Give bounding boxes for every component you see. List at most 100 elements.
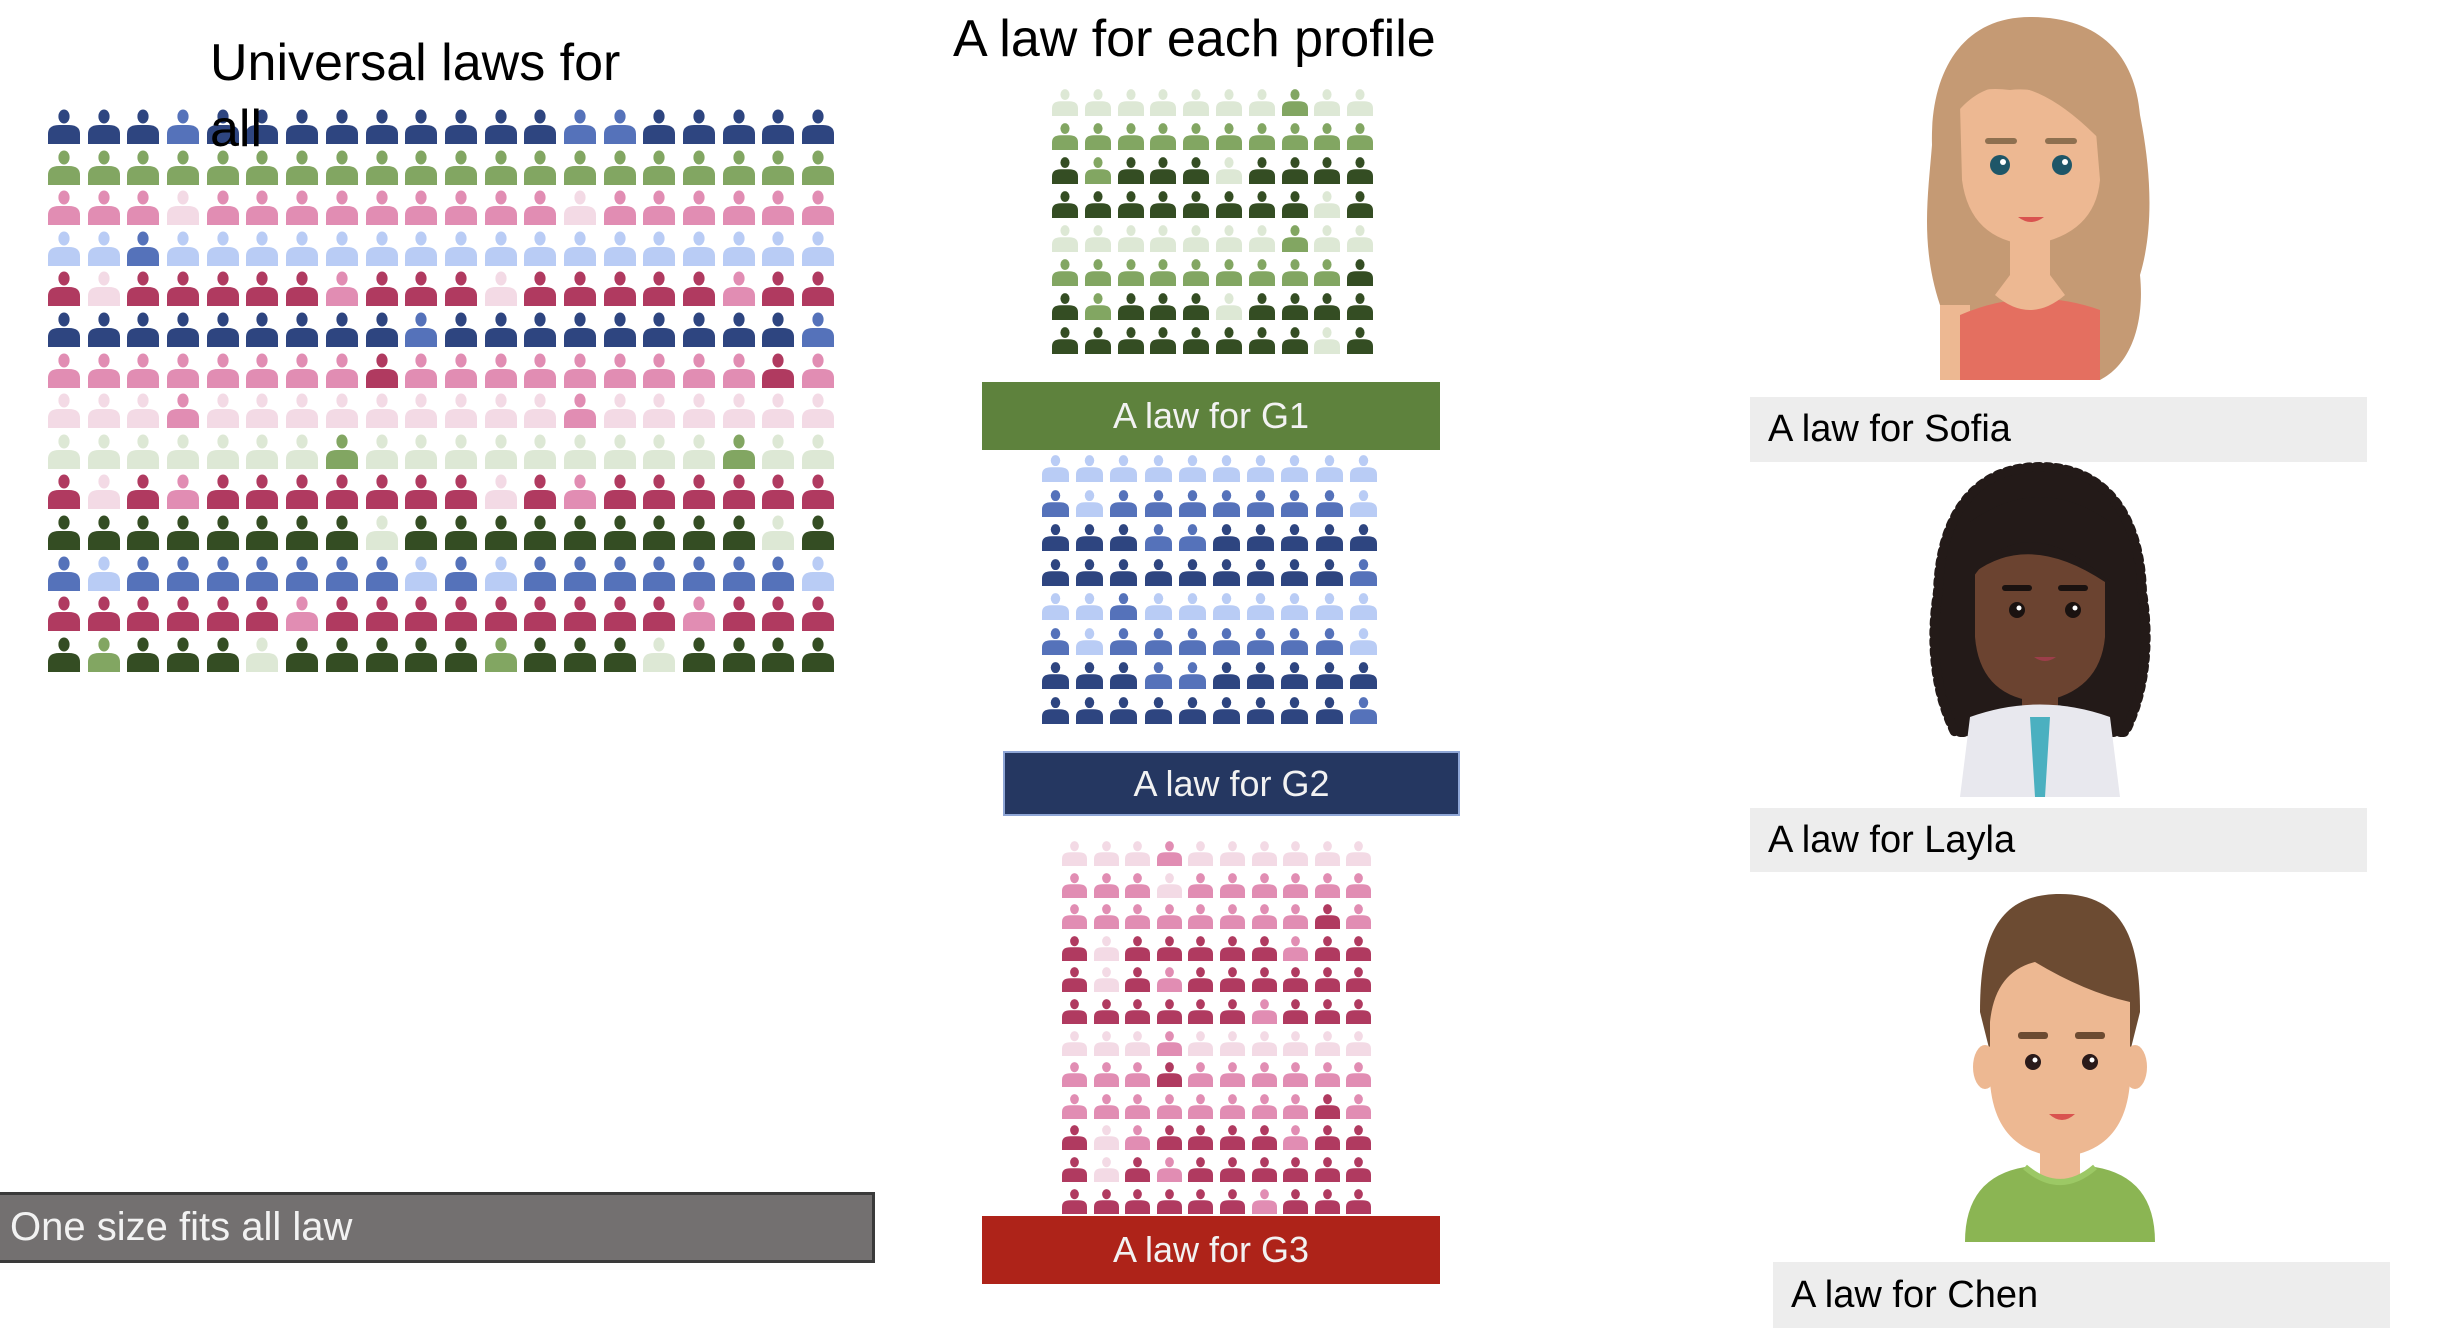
person-icon [1084, 122, 1111, 150]
person-icon [246, 149, 279, 185]
person-icon [722, 636, 755, 672]
person-icon [1125, 840, 1151, 866]
person-icon [643, 433, 676, 469]
person-icon [1093, 903, 1119, 930]
person-icon [167, 352, 200, 388]
person-icon [1315, 558, 1343, 586]
person-icon [1125, 872, 1151, 898]
person-icon [444, 270, 477, 307]
person-icon [87, 636, 120, 672]
person-icon [1125, 966, 1151, 993]
person-icon [167, 392, 200, 429]
person-icon [127, 392, 160, 429]
person-icon [722, 433, 755, 469]
person-icon [524, 433, 557, 469]
person-icon [1212, 627, 1240, 655]
person-icon [722, 189, 755, 226]
person-icon [1042, 661, 1069, 689]
person-icon [1188, 1124, 1214, 1151]
person-icon [802, 636, 835, 672]
person-icon [1281, 523, 1309, 551]
person-icon [405, 108, 438, 144]
person-icon [1251, 1156, 1277, 1182]
person-icon [167, 433, 200, 469]
person-icon [405, 555, 438, 591]
person-icon [1093, 1061, 1119, 1088]
person-icon [167, 473, 200, 510]
person-icon [524, 352, 557, 388]
person-icon [1183, 122, 1210, 150]
person-icon [365, 149, 398, 185]
person-icon [1247, 454, 1275, 482]
person-icon [206, 392, 239, 429]
person-icon [1346, 1124, 1372, 1151]
person-icon [1052, 88, 1078, 116]
person-icon [524, 108, 557, 144]
person-icon [1247, 696, 1275, 724]
person-icon [563, 555, 596, 591]
person-icon [1150, 190, 1177, 218]
person-icon [1349, 592, 1377, 620]
person-icon [1156, 1156, 1182, 1182]
person-icon [444, 595, 477, 632]
person-icon [1281, 292, 1308, 320]
person-icon [1346, 1030, 1372, 1056]
person-icon [365, 270, 398, 307]
person-icon [1315, 489, 1343, 517]
person-icon [722, 514, 755, 550]
person-icon [1251, 1061, 1277, 1088]
person-icon [286, 270, 319, 307]
person-icon [1150, 224, 1177, 252]
person-icon [1315, 661, 1343, 689]
person-icon [1346, 903, 1372, 930]
person-icon [1188, 1188, 1214, 1214]
person-icon [1283, 966, 1309, 993]
person-icon [1084, 258, 1111, 286]
person-icon [1125, 1156, 1151, 1182]
person-icon [1144, 661, 1172, 689]
person-icon [524, 149, 557, 185]
person-icon [1183, 224, 1210, 252]
person-icon [325, 473, 358, 510]
person-icon [603, 149, 636, 185]
person-icon [603, 555, 636, 591]
person-icon [365, 311, 398, 347]
person-icon [1093, 1124, 1119, 1151]
person-icon [484, 473, 517, 510]
person-icon [1314, 872, 1340, 898]
person-icon [1215, 88, 1242, 116]
person-icon [484, 514, 517, 550]
person-icon [1314, 156, 1341, 184]
person-icon [1156, 935, 1182, 961]
person-icon [48, 108, 80, 144]
person-icon [1093, 1093, 1119, 1119]
profile-label-chen: A law for Chen [1773, 1262, 2390, 1328]
person-icon [762, 555, 795, 591]
person-icon [722, 392, 755, 429]
person-icon [365, 189, 398, 226]
person-icon [365, 555, 398, 591]
person-icon [563, 230, 596, 266]
person-icon [48, 473, 80, 510]
person-icon [1125, 1061, 1151, 1088]
person-icon [1212, 489, 1240, 517]
person-icon [643, 514, 676, 550]
person-icon [1283, 1188, 1309, 1214]
person-icon [87, 392, 120, 429]
person-icon [603, 636, 636, 672]
person-icon [286, 514, 319, 550]
person-icon [1219, 872, 1245, 898]
person-icon [1215, 224, 1242, 252]
person-icon [405, 311, 438, 347]
person-icon [1188, 1093, 1214, 1119]
person-icon [127, 149, 160, 185]
person-icon [444, 311, 477, 347]
person-icon [1314, 1156, 1340, 1182]
person-icon [1156, 903, 1182, 930]
person-icon [405, 514, 438, 550]
person-icon [1248, 224, 1275, 252]
person-icon [444, 473, 477, 510]
person-icon [643, 473, 676, 510]
person-icon [1093, 935, 1119, 961]
person-icon [48, 352, 80, 388]
